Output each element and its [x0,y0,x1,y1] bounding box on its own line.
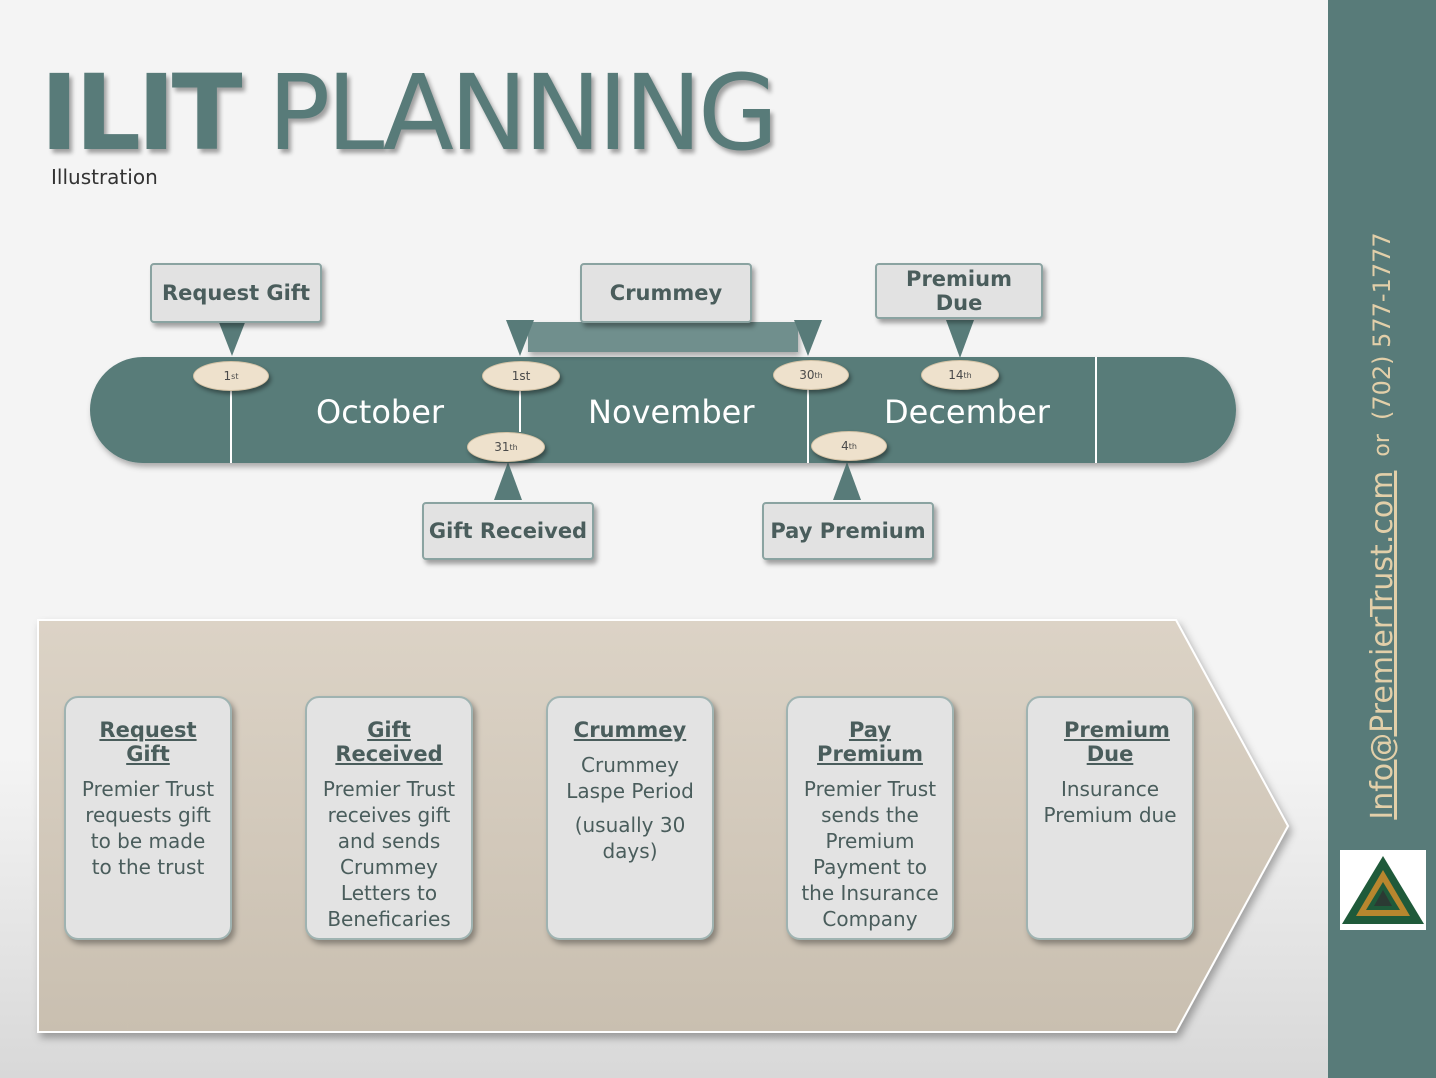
step-extra: (usually 30 days) [574,813,686,863]
step-body: Premier Trust sends the Premium Payment … [801,777,939,931]
page-title: ILIT PLANNING [40,58,779,168]
month-october: October [316,393,445,431]
contact-separator: or [1369,434,1395,457]
page-subtitle: Illustration [51,165,158,189]
step-card-pay-premium: Pay Premium Premier Trust sends the Prem… [786,696,954,940]
step-card-crummey: Crummey Crummey Laspe Period (usually 30… [546,696,714,940]
logo [1340,850,1426,930]
date-nov-1: 1st [482,361,560,391]
callout-crummey: Crummey [580,263,752,323]
step-heading: Gift Received [335,718,443,766]
step-heading: Pay Premium [817,718,923,766]
pointer-crummey-end [794,320,822,356]
step-body: Premier Trust receives gift and sends Cr… [322,777,456,931]
step-body: Insurance Premium due [1043,777,1177,827]
step-heading: Request Gift [99,718,197,766]
callout-gift-received: Gift Received [422,502,594,560]
step-body: Premier Trust requests gift to be made t… [81,777,215,879]
step-card-gift-received: Gift Received Premier Trust receives gif… [305,696,473,940]
crummey-period-band [528,322,798,352]
pointer-request-gift [218,320,246,356]
step-card-premium-due: Premium Due Insurance Premium due [1026,696,1194,940]
logo-icon [1342,856,1424,924]
pointer-crummey-start [506,320,534,356]
pointer-premium-due [946,320,974,358]
email-link[interactable]: Info@PremierTrust.com [1364,470,1400,820]
phone-number: (702) 577-1777 [1368,232,1396,421]
pointer-pay-premium [833,462,861,500]
callout-request-gift: Request Gift [150,263,322,323]
month-december: December [884,393,1050,431]
month-november: November [588,393,755,431]
contact-info: Info@PremierTrust.com or (702) 577-1777 [1330,232,1434,819]
step-heading: Crummey [573,718,687,742]
step-body: Crummey Laspe Period [566,753,694,803]
title-bold: ILIT [40,52,243,174]
step-card-request-gift: Request Gift Premier Trust requests gift… [64,696,232,940]
pointer-gift-received [494,462,522,500]
callout-premium-due: Premium Due [875,263,1043,319]
callout-pay-premium: Pay Premium [762,502,934,560]
title-rest: PLANNING [267,52,779,174]
step-heading: Premium Due [1064,718,1170,766]
